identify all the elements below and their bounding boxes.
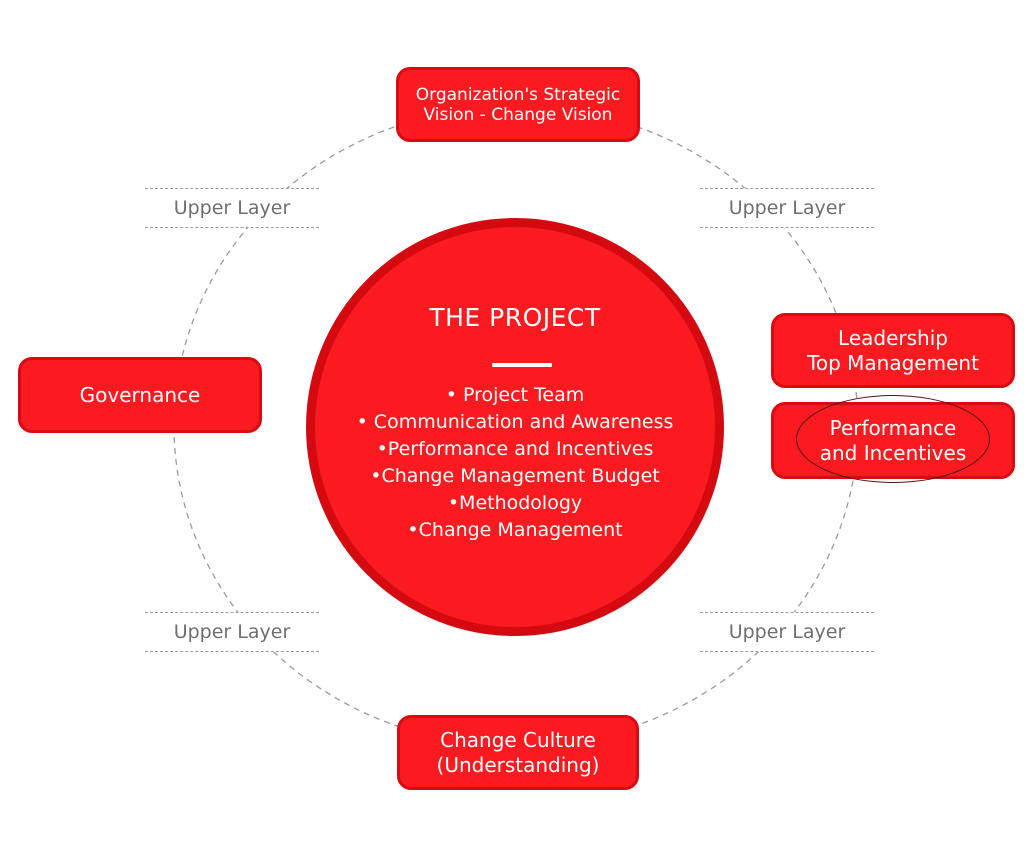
project-item: • Communication and Awareness [356, 411, 674, 433]
project-circle: THE PROJECT • Project Team • Communicati… [306, 218, 724, 636]
project-title: THE PROJECT [429, 303, 601, 332]
change-culture-box: Change Culture (Understanding) [397, 715, 639, 790]
project-item: •Performance and Incentives [376, 438, 654, 460]
project-item-list: • Project Team • Communication and Aware… [315, 382, 715, 544]
upper-layer-label-bottom-right: Upper Layer [700, 612, 874, 652]
change-culture-line2: (Understanding) [436, 752, 600, 777]
leadership-line2: Top Management [807, 350, 979, 375]
strategic-vision-line1: Organization's Strategic [415, 84, 621, 105]
governance-label: Governance [79, 383, 201, 407]
project-item: •Methodology [447, 492, 583, 514]
governance-box: Governance [18, 357, 262, 433]
highlight-ellipse [796, 395, 990, 483]
strategic-vision-box: Organization's Strategic Vision - Change… [396, 67, 640, 142]
upper-layer-label-bottom-left: Upper Layer [145, 612, 319, 652]
project-title-divider [492, 363, 552, 367]
change-culture-line1: Change Culture [440, 727, 596, 752]
upper-layer-label-top-right: Upper Layer [700, 188, 874, 228]
project-item: •Change Management Budget [370, 465, 660, 487]
project-item: • Project Team [445, 384, 585, 406]
leadership-line1: Leadership [838, 325, 948, 350]
upper-layer-label-top-left: Upper Layer [145, 188, 319, 228]
leadership-box: Leadership Top Management [771, 313, 1015, 388]
project-item: •Change Management [407, 519, 623, 541]
strategic-vision-line2: Vision - Change Vision [423, 104, 613, 125]
